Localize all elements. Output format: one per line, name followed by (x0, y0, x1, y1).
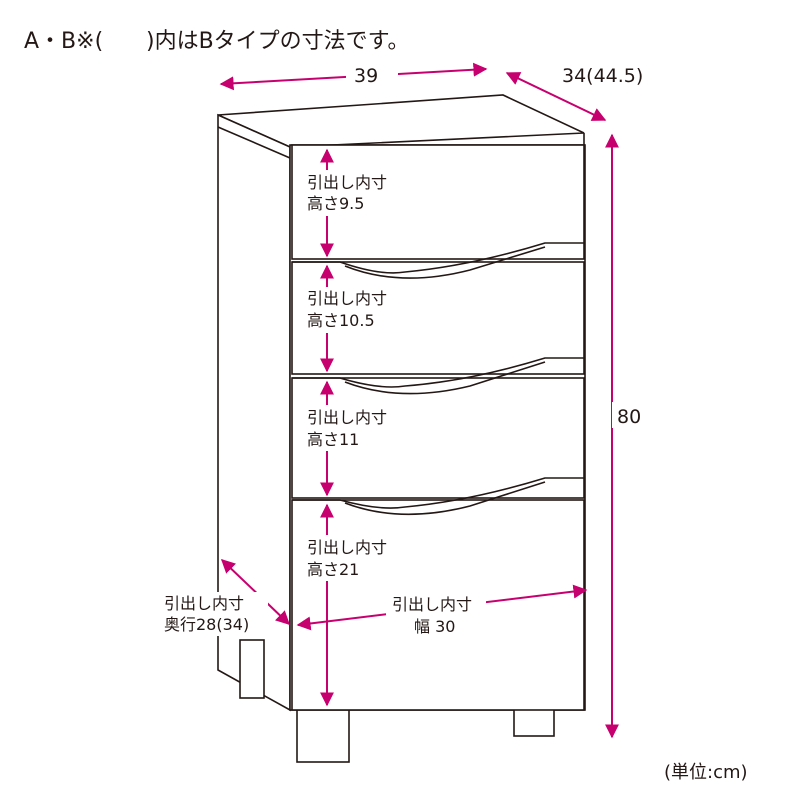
title-suffix: )内はBタイプの寸法です。 (146, 29, 409, 54)
drawer-2-value: 高さ10.5 (307, 311, 375, 330)
title-prefix: A・B※( (24, 29, 103, 54)
drawer-2-label: 引出し内寸 (307, 289, 387, 308)
drawer-3-handle (292, 357, 584, 388)
width-value: 39 (354, 65, 378, 87)
depth-arrow (505, 72, 607, 121)
unit-label: (単位:cm) (664, 762, 748, 783)
inner-depth-value: 奥行28(34) (164, 615, 249, 634)
drawer-3-value: 高さ11 (307, 430, 359, 449)
drawer-4-value: 高さ21 (307, 560, 359, 579)
inner-width-value: 幅 30 (414, 617, 455, 636)
inner-width-label: 引出し内寸 (392, 595, 472, 614)
height-value: 80 (617, 406, 641, 428)
inner-depth-label: 引出し内寸 (164, 594, 244, 613)
drawer-1-label: 引出し内寸 (307, 173, 387, 192)
leg-back-left (239, 639, 265, 699)
drawer-3-label: 引出し内寸 (307, 408, 387, 427)
depth-value: 34(44.5) (562, 65, 643, 87)
drawer-2-handle (292, 242, 584, 274)
chest-drawing (217, 94, 586, 763)
drawer-4-handle (292, 477, 584, 509)
drawer-1-value: 高さ9.5 (307, 194, 364, 213)
leg-front-left (296, 709, 350, 763)
drawer-4-label: 引出し内寸 (307, 538, 387, 557)
